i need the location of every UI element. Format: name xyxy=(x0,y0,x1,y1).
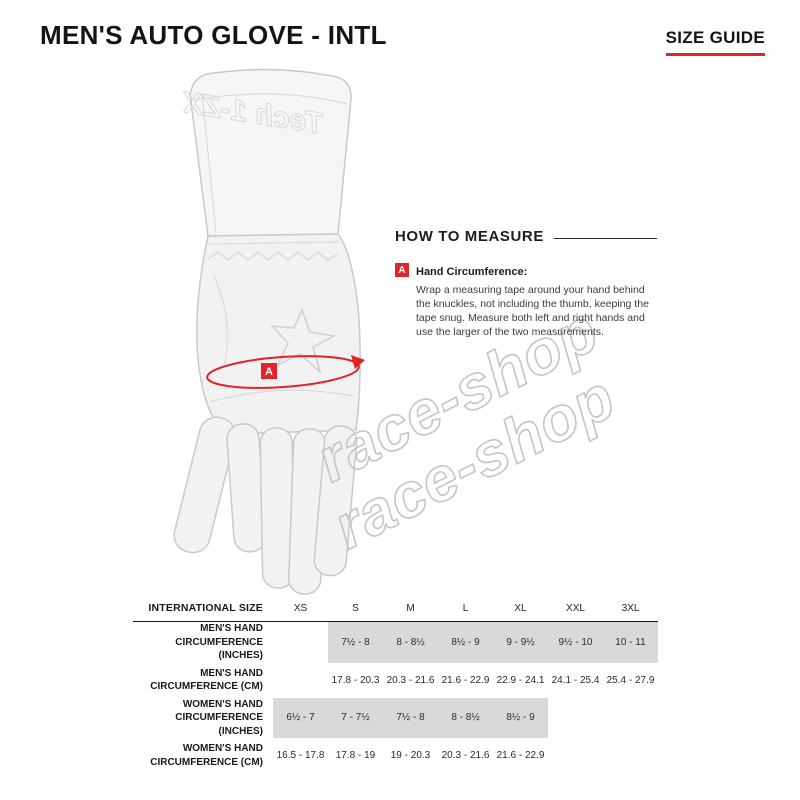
size-cell: 20.3 - 21.6 xyxy=(441,750,490,761)
glove-thumb xyxy=(173,416,237,554)
size-cell: 8 - 8½ xyxy=(438,697,493,738)
size-cell: 16.5 - 17.8 xyxy=(276,750,325,761)
size-col-header-xxl: XXL xyxy=(566,603,585,614)
measure-arrowhead xyxy=(351,355,365,369)
glove-finger-index xyxy=(313,425,358,577)
size-cell: 22.9 - 24.1 xyxy=(496,674,545,686)
size-cell: 19 - 20.3 xyxy=(390,750,431,761)
size-cell: 9 - 9½ xyxy=(493,622,548,663)
measure-item-title: Hand Circumference: xyxy=(416,266,528,278)
size-cell: 8½ - 9 xyxy=(493,697,548,738)
marker-a-badge: A xyxy=(395,263,409,277)
size-cell: 7 - 7½ xyxy=(328,697,383,738)
glove-cuff-seam xyxy=(193,93,348,105)
glove-wrist-seam xyxy=(206,241,340,245)
size-guide-underline xyxy=(665,53,765,56)
measure-item: A Hand Circumference: Wrap a measuring t… xyxy=(395,262,657,339)
size-cell xyxy=(603,738,658,773)
page-title: MEN'S AUTO GLOVE - INTL xyxy=(40,20,387,50)
glove-marker-a-box xyxy=(261,363,277,379)
size-cell: 24.1 - 25.4 xyxy=(551,674,600,686)
size-cell xyxy=(603,698,658,739)
size-cell xyxy=(273,663,328,698)
measure-item-body: Hand Circumference: Wrap a measuring tap… xyxy=(416,262,657,339)
size-guide-label: SIZE GUIDE xyxy=(665,28,765,47)
size-guide-badge: SIZE GUIDE xyxy=(665,28,765,56)
glove-marker-a-label: A xyxy=(265,366,273,378)
size-cell xyxy=(548,738,603,773)
size-col-header-l: L xyxy=(462,603,469,614)
measure-item-text: Wrap a measuring tape around your hand b… xyxy=(416,284,649,339)
size-col-header-xl: XL xyxy=(514,603,527,614)
size-table: INTERNATIONAL SIZE XS S M L XL XXL 3XL M… xyxy=(133,602,658,773)
row-label-mens-cm: MEN'S HAND CIRCUMFERENCE (CM) xyxy=(150,667,263,693)
size-cell: 21.6 - 22.9 xyxy=(441,674,490,686)
measure-ellipse xyxy=(206,355,360,389)
how-to-measure-heading: HOW TO MEASURE xyxy=(395,228,544,245)
size-col-header-s: S xyxy=(352,603,359,614)
glove-illustration: Tech 1-ZX A xyxy=(173,68,365,595)
table-header-rule xyxy=(133,621,658,622)
size-cell: 9½ - 10 xyxy=(548,622,603,663)
size-cell: 17.8 - 20.3 xyxy=(331,674,380,686)
size-cell: 25.4 - 27.9 xyxy=(606,674,655,686)
size-col-header-m: M xyxy=(406,603,415,614)
size-cell: 7½ - 8 xyxy=(328,622,383,663)
row-label-mens-inches: MEN'S HAND CIRCUMFERENCE (INCHES) xyxy=(175,623,263,661)
glove-knuckle-crease xyxy=(209,389,355,403)
size-cell: 7½ - 8 xyxy=(383,697,438,738)
size-cell: 8 - 8½ xyxy=(383,622,438,663)
row-label-womens-cm: WOMEN'S HAND CIRCUMFERENCE (CM) xyxy=(150,743,263,768)
glove-palm xyxy=(196,233,361,435)
heading-rule xyxy=(553,237,657,239)
glove-star-logo xyxy=(270,307,337,375)
how-to-measure-header: HOW TO MEASURE xyxy=(395,228,657,245)
glove-thumb-crease xyxy=(213,275,228,369)
size-cell: 17.8 - 19 xyxy=(335,750,376,761)
size-col-header-xs: XS xyxy=(293,603,308,614)
glove-cuff xyxy=(189,68,352,237)
table-header-international-size: INTERNATIONAL SIZE xyxy=(148,602,263,614)
size-cell xyxy=(273,622,328,663)
row-label-womens-inches: WOMEN'S HAND CIRCUMFERENCE (INCHES) xyxy=(175,698,263,737)
size-cell: 6½ - 7 xyxy=(273,697,328,738)
size-cell: 8½ - 9 xyxy=(438,622,493,663)
size-cell: 20.3 - 21.6 xyxy=(386,674,435,686)
how-to-measure-section: HOW TO MEASURE A Hand Circumference: Wra… xyxy=(395,228,657,339)
glove-wrist-zigzag xyxy=(207,251,339,261)
size-cell: 21.6 - 22.9 xyxy=(496,750,545,761)
size-col-header-3xl: 3XL xyxy=(621,603,640,614)
size-cell xyxy=(548,698,603,739)
glove-cuff-edge-seam xyxy=(201,92,217,234)
size-cell: 10 - 11 xyxy=(603,622,658,663)
